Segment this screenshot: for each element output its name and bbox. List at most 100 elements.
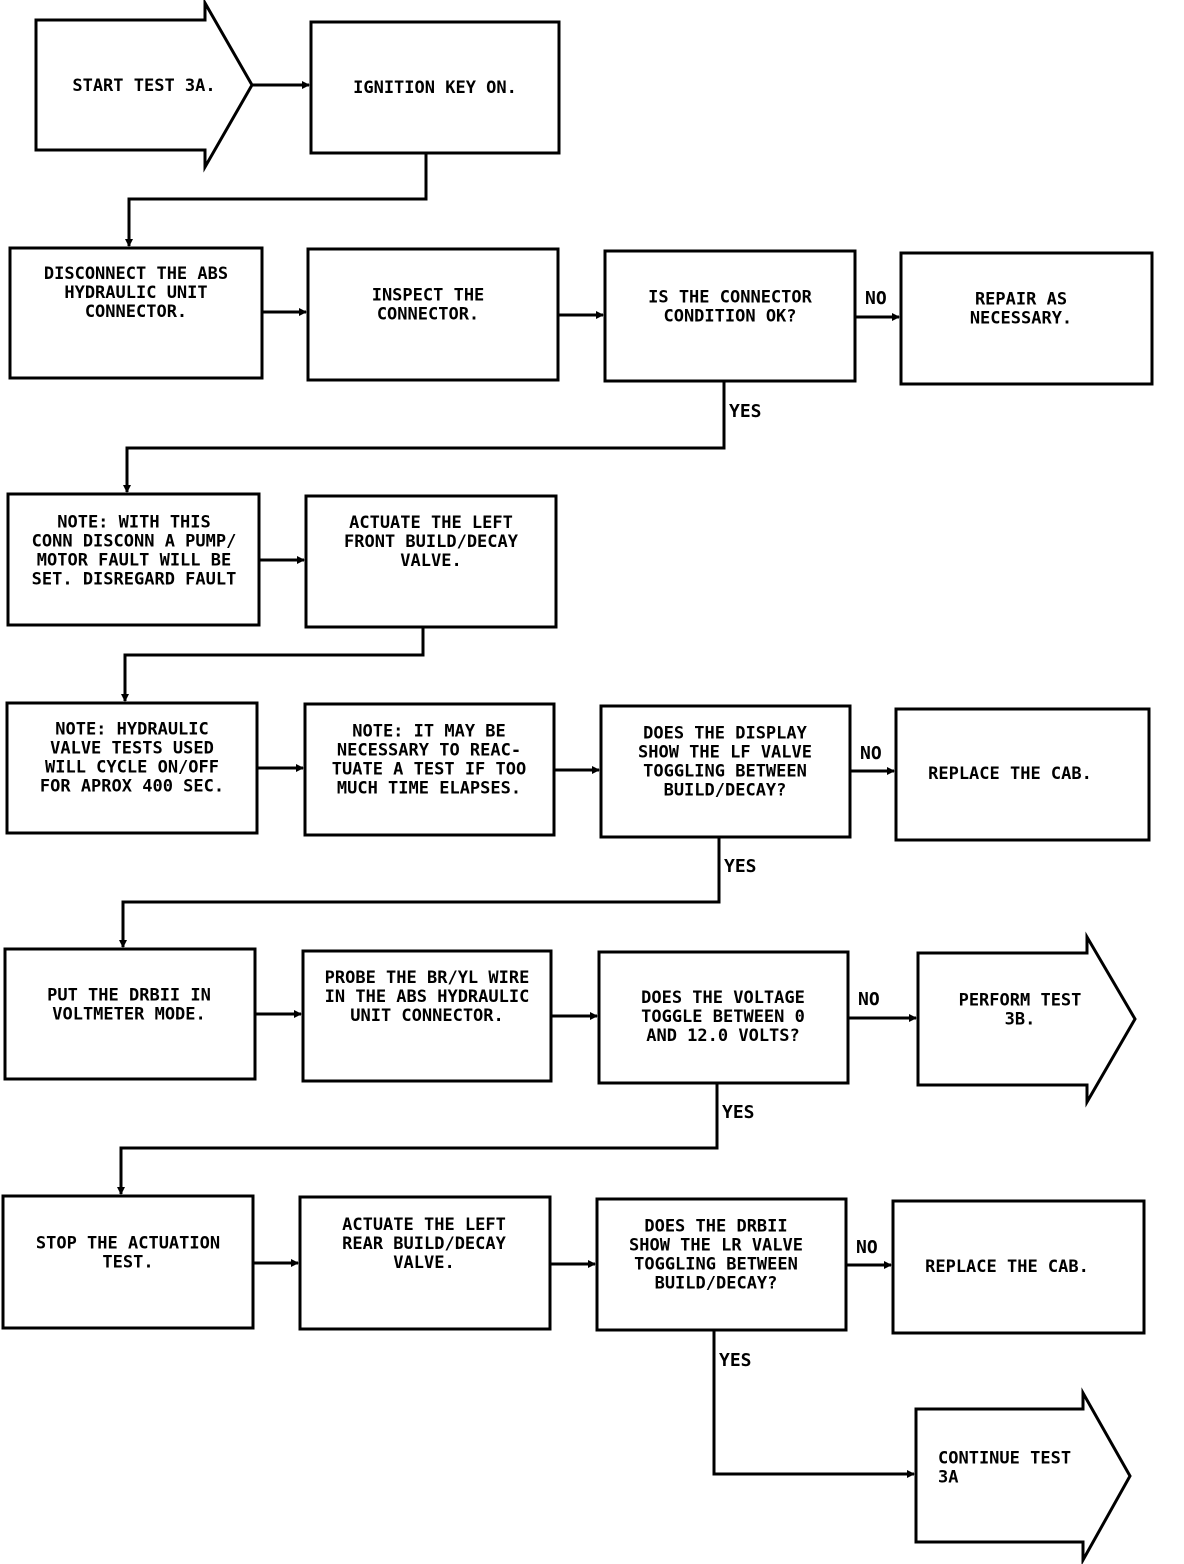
connector-actuate-lf-to-note	[121, 627, 425, 702]
yes-label-condition: YES	[729, 401, 762, 422]
inspect-line-1: INSPECT THE	[372, 286, 485, 306]
probe-line-3: UNIT CONNECTOR.	[350, 1006, 504, 1026]
replace-cab-box-1	[894, 707, 1151, 842]
yes-label-display: YES	[724, 856, 757, 877]
repair-as-necessary-box	[899, 251, 1154, 386]
stop-actuation-box	[1, 1194, 255, 1330]
repair-line-1: REPAIR AS	[975, 290, 1067, 310]
start-test-3a-arrow	[34, 0, 254, 173]
continue-test-3a-arrow	[914, 1387, 1132, 1564]
drbii-lr-line-2: SHOW THE LR VALVE	[629, 1236, 803, 1256]
drbii-lr-valve-decision	[595, 1197, 848, 1332]
voltage-toggle-line-3: AND 12.0 VOLTS?	[646, 1026, 800, 1046]
repair-line-2: NECESSARY.	[970, 309, 1072, 329]
drbii-lr-line-1: DOES THE DRBII	[644, 1217, 787, 1237]
actuate-lf-line-3: VALVE.	[400, 551, 461, 571]
ignition-key-on-text: IGNITION KEY ON.	[353, 78, 517, 98]
actuate-lf-line-1: ACTUATE THE LEFT	[349, 513, 513, 533]
note-hydraulic-line-1: NOTE: HYDRAULIC	[55, 720, 209, 740]
note-reactuate-line-2: NECESSARY TO REAC-	[337, 741, 521, 761]
note-conn-line-1: NOTE: WITH THIS	[57, 513, 211, 533]
continue-3a-line-2: 3A	[938, 1468, 958, 1488]
dbii-voltmeter-line-1: PUT THE DRBII IN	[47, 986, 211, 1006]
replace-cab-text-2: REPLACE THE CAB.	[925, 1257, 1089, 1277]
probe-wire-box	[301, 949, 553, 1083]
dbii-voltmeter-line-2: VOLTMETER MODE.	[52, 1005, 206, 1025]
note-conn-line-4: SET. DISREGARD FAULT	[32, 570, 237, 590]
note-reactuate-line-4: MUCH TIME ELAPSES.	[337, 779, 521, 799]
note-hydraulic-line-2: VALVE TESTS USED	[50, 739, 214, 759]
actuate-lr-line-3: VALVE.	[393, 1253, 454, 1273]
no-label-voltage: NO	[858, 989, 880, 1010]
probe-line-2: IN THE ABS HYDRAULIC	[325, 987, 530, 1007]
connector-ignition-to-disconnect	[125, 153, 428, 247]
connector-condition-yes	[123, 381, 726, 493]
start-test-3a-text: START TEST 3A.	[72, 76, 215, 96]
note-reactuate-line-1: NOTE: IT MAY BE	[352, 722, 506, 742]
replace-cab-2-line-1: REPLACE THE CAB.	[925, 1257, 1089, 1277]
stop-actuation-line-1: STOP THE ACTUATION	[36, 1234, 220, 1254]
replace-cab-1-line-1: REPLACE THE CAB.	[928, 764, 1092, 784]
note-reactuate-line-3: TUATE A TEST IF TOO	[332, 760, 526, 780]
note-conn-disconnect-box	[6, 492, 261, 627]
probe-line-1: PROBE THE BR/YL WIRE	[325, 968, 530, 988]
yes-label-drbii: YES	[719, 1350, 752, 1371]
stop-actuation-line-2: TEST.	[102, 1253, 153, 1273]
actuate-lf-line-2: FRONT BUILD/DECAY	[344, 532, 519, 552]
actuate-left-front-box	[304, 494, 558, 629]
connector-condition-decision	[603, 249, 857, 383]
connector-display-yes	[119, 837, 721, 948]
note-hydraulic-line-4: FOR APROX 400 SEC.	[40, 777, 224, 797]
disconnect-line-1: DISCONNECT THE ABS	[44, 264, 228, 284]
yes-label-voltage: YES	[722, 1102, 755, 1123]
connector-voltage-yes	[117, 1083, 719, 1195]
note-conn-line-2: CONN DISCONN A PUMP/	[32, 532, 237, 552]
perform-test-3b-arrow	[916, 931, 1137, 1108]
continue-3a-line-1: CONTINUE TEST	[938, 1449, 1071, 1469]
disconnect-connector-box	[8, 246, 264, 380]
connector-ok-line-2: CONDITION OK?	[663, 307, 796, 327]
voltage-toggle-line-2: TOGGLE BETWEEN 0	[641, 1007, 805, 1027]
display-lf-valve-decision	[599, 704, 852, 839]
connector-ok-line-1: IS THE CONNECTOR	[648, 288, 813, 308]
actuate-left-rear-box	[298, 1195, 552, 1331]
drbii-lr-line-3: TOGGLING BETWEEN	[634, 1255, 798, 1275]
voltage-toggle-decision	[597, 950, 850, 1085]
note-hydraulic-line-3: WILL CYCLE ON/OFF	[45, 758, 219, 778]
ignition-key-on-box	[309, 20, 561, 155]
perform-3b-line-2: 3B.	[1005, 1010, 1036, 1030]
drbii-voltmeter-box	[3, 947, 257, 1081]
perform-3b-line-1: PERFORM TEST	[959, 991, 1082, 1011]
display-lf-line-2: SHOW THE LF VALVE	[638, 743, 812, 763]
replace-cab-box-2	[891, 1199, 1146, 1335]
inspect-line-2: CONNECTOR.	[377, 305, 479, 325]
display-lf-line-4: BUILD/DECAY?	[664, 781, 787, 801]
display-lf-line-1: DOES THE DISPLAY	[643, 724, 808, 744]
actuate-lr-line-2: REAR BUILD/DECAY	[342, 1234, 507, 1254]
note-conn-line-3: MOTOR FAULT WILL BE	[37, 551, 231, 571]
actuate-lr-line-1: ACTUATE THE LEFT	[342, 1215, 506, 1235]
no-label-condition: NO	[865, 288, 887, 309]
connector-drbii-yes	[712, 1330, 915, 1478]
no-label-drbii: NO	[856, 1237, 878, 1258]
replace-cab-text-1: REPLACE THE CAB.	[928, 764, 1092, 784]
start-3a-line-1: START TEST 3A.	[72, 76, 215, 96]
ignition-line-1: IGNITION KEY ON.	[353, 78, 517, 98]
disconnect-line-2: HYDRAULIC UNIT	[64, 283, 207, 303]
